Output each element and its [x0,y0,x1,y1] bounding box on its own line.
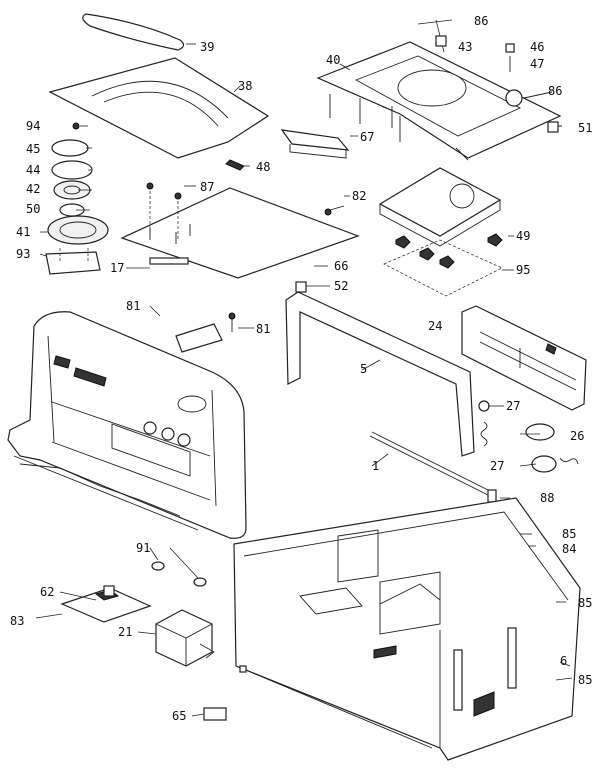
callout-66: 66 [334,259,348,273]
callout-1: 1 [372,459,379,473]
callout-87: 87 [200,180,214,194]
part-board-62 [60,585,152,623]
callout-65: 65 [172,709,186,723]
callout-51: 51 [578,121,592,135]
callout-84: 84 [562,542,576,556]
part-speaker-stack [45,122,109,275]
part-bracket-67 [280,129,350,159]
callout-40: 40 [326,53,340,67]
part-top-cover [48,57,270,171]
part-knobs-springs [478,400,579,473]
callout-85-mid: 85 [578,596,592,610]
callout-45: 45 [26,142,40,156]
callout-17: 17 [110,261,124,275]
callout-67: 67 [360,130,374,144]
part-rear-chassis [233,497,581,761]
callout-labels: 39 38 86 40 43 46 47 86 51 94 45 44 42 5… [10,14,592,723]
callout-81-top: 81 [126,299,140,313]
leader-lines [35,43,573,717]
callout-93: 93 [16,247,30,261]
callout-86-top: 86 [474,14,488,28]
part-front-housing [7,311,247,539]
callout-24: 24 [428,319,442,333]
callout-94: 94 [26,119,40,133]
callout-82: 82 [352,189,366,203]
callout-85-top: 85 [562,527,576,541]
callout-38: 38 [238,79,252,93]
part-lid-panel [461,305,587,411]
callout-27-top: 27 [506,399,520,413]
part-main-pcb [120,182,360,293]
callout-49: 49 [516,229,530,243]
callout-86-right: 86 [548,84,562,98]
callout-43: 43 [458,40,472,54]
part-connector-81 [175,312,236,353]
callout-81-right: 81 [256,322,270,336]
callout-88: 88 [540,491,554,505]
callout-41: 41 [16,225,30,239]
callout-26: 26 [570,429,584,443]
callout-46: 46 [530,40,544,54]
callout-52: 52 [334,279,348,293]
callout-91: 91 [136,541,150,555]
part-transformer [155,609,215,667]
callout-62: 62 [40,585,54,599]
callout-44: 44 [26,163,40,177]
callout-48: 48 [256,160,270,174]
part-cd-frame [316,19,562,161]
callout-5: 5 [360,362,367,376]
part-cd-loader [378,167,503,297]
callout-95: 95 [516,263,530,277]
callout-6: 6 [560,654,567,668]
callout-50: 50 [26,202,40,216]
callout-83: 83 [10,614,24,628]
callout-47: 47 [530,57,544,71]
callout-27-bottom: 27 [490,459,504,473]
callout-21: 21 [118,625,132,639]
callout-42: 42 [26,182,40,196]
part-carry-handle [285,291,475,457]
part-antenna [369,431,497,503]
callout-39: 39 [200,40,214,54]
callout-85-bottom: 85 [578,673,592,687]
part-handle-grip [82,13,185,51]
